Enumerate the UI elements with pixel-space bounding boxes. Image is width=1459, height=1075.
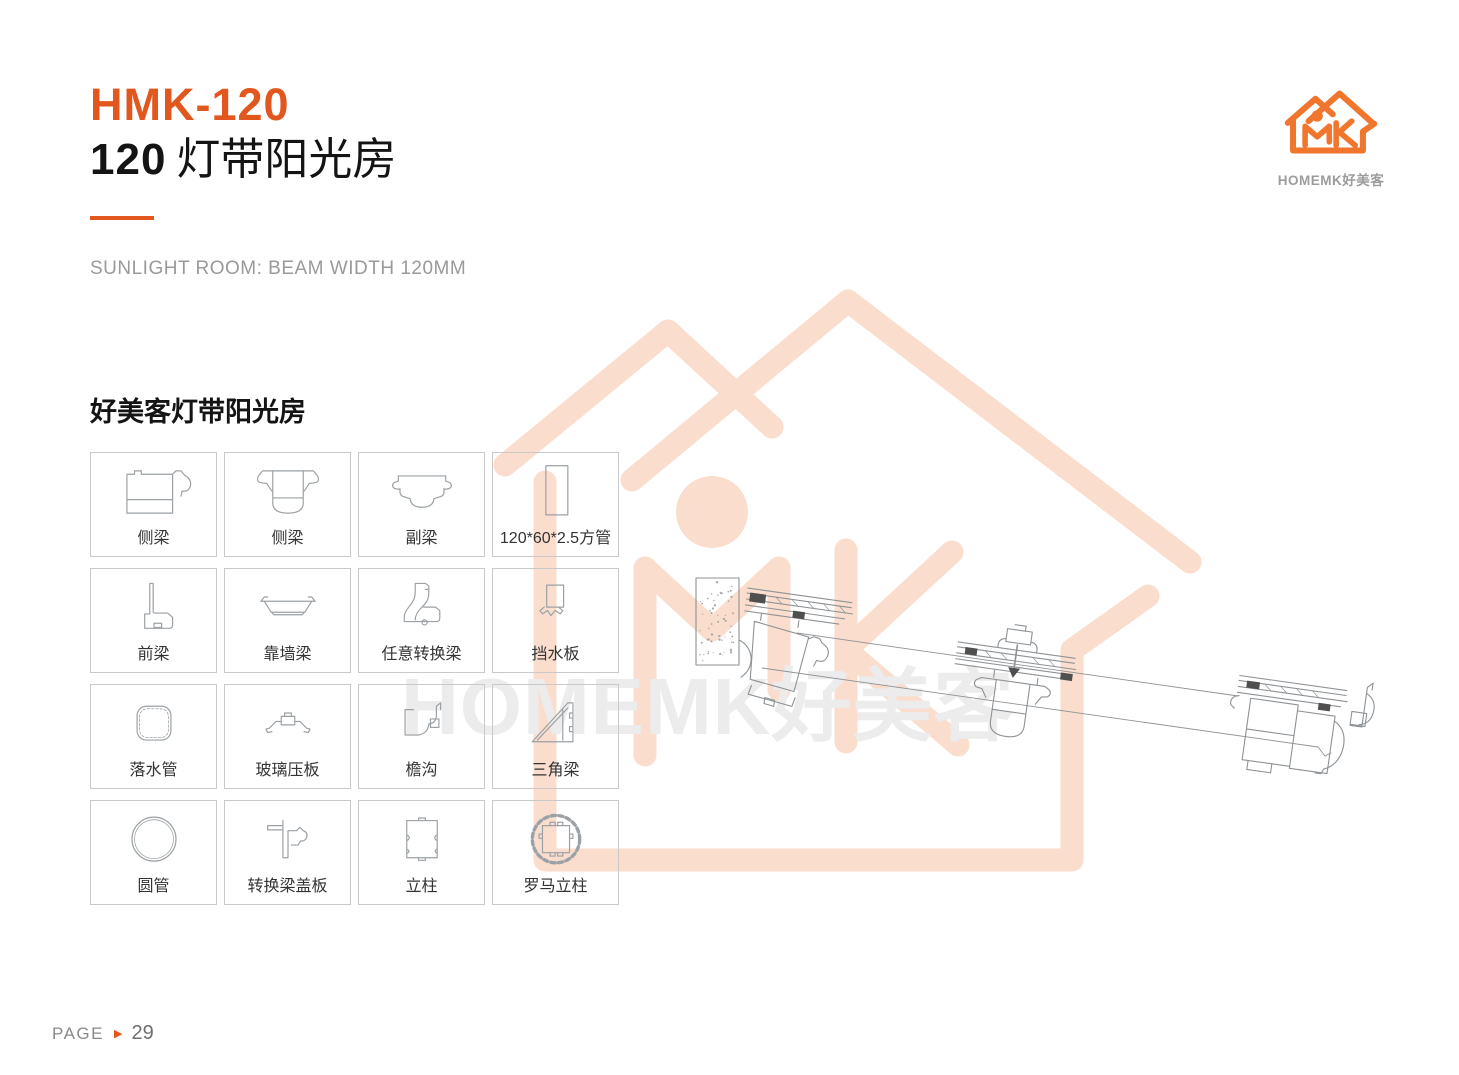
- page-footer: PAGE ▶ 29: [52, 1022, 154, 1045]
- profile-cell: 侧梁: [90, 452, 217, 557]
- profile-label: 罗马立柱: [523, 878, 588, 895]
- side-beam-a-icon: [125, 470, 191, 514]
- watermark-figure-head: [676, 476, 748, 548]
- profile-label: 立柱: [405, 878, 438, 895]
- profile-label: 三角梁: [531, 762, 580, 779]
- profile-cell: 副梁: [358, 452, 485, 557]
- profile-cell: 檐沟: [358, 684, 485, 789]
- column-icon: [405, 817, 438, 861]
- wall-beam-assembly: [744, 587, 853, 707]
- eaves-gutter-icon: [403, 702, 441, 736]
- profile-label: 侧梁: [271, 530, 304, 547]
- beam-cover-icon: [266, 819, 308, 859]
- profile-cell: 转换梁盖板: [224, 800, 351, 905]
- profile-label: 任意转换梁: [381, 646, 462, 663]
- wall-section: [695, 577, 740, 666]
- section-title: 好美客灯带阳光房: [90, 397, 306, 427]
- title-number: 120: [90, 134, 167, 184]
- footer-arrow-icon: ▶: [113, 1028, 123, 1040]
- house-logo-icon: [1284, 90, 1378, 154]
- profile-cell: 前梁: [90, 568, 217, 673]
- watermark-k-figure: [834, 538, 970, 757]
- side-beam-b-icon: [256, 470, 319, 514]
- wall-beam-icon: [259, 596, 316, 616]
- watermark-small-gable: [493, 319, 784, 477]
- brand-logo: HOMEMK好美客: [1256, 78, 1406, 189]
- profile-grid: 侧梁 侧梁 副梁 120*60*2.5方管 前梁 靠墙梁 任意转: [90, 452, 619, 905]
- profile-label: 转换梁盖板: [247, 878, 328, 895]
- profile-label: 檐沟: [405, 762, 438, 779]
- watermark-m-figure: [633, 556, 791, 767]
- profile-cell: 任意转换梁: [358, 568, 485, 673]
- roman-column-icon: [530, 813, 581, 865]
- accent-dash: [90, 215, 154, 220]
- profile-cell: 罗马立柱: [492, 800, 619, 905]
- watermark-big-gable: [620, 289, 1202, 574]
- subtitle: SUNLIGHT ROOM: BEAM WIDTH 120MM: [90, 257, 467, 279]
- watermark-house-body: [533, 470, 1160, 872]
- wall-bulge: [738, 639, 752, 678]
- profile-cell: 靠墙梁: [224, 568, 351, 673]
- square-tube-icon: [544, 465, 568, 516]
- profile-cell: 三角梁: [492, 684, 619, 789]
- footer-label: PAGE: [52, 1023, 104, 1043]
- profile-label: 圆管: [137, 878, 170, 895]
- glass-clamp-icon: [264, 712, 311, 734]
- profile-cell: 圆管: [90, 800, 217, 905]
- profile-cell: 120*60*2.5方管: [492, 452, 619, 557]
- profile-label: 落水管: [129, 762, 178, 779]
- profile-cell: 挡水板: [492, 568, 619, 673]
- page-number: 29: [131, 1022, 154, 1044]
- profile-label: 挡水板: [531, 646, 580, 663]
- profile-cell: 落水管: [90, 684, 217, 789]
- triangle-beam-icon: [531, 702, 574, 743]
- sub-beam-icon: [391, 475, 452, 508]
- profile-label: 120*60*2.5方管: [499, 530, 612, 547]
- downpipe-icon: [135, 705, 172, 741]
- profile-cell: 立柱: [358, 800, 485, 905]
- profile-label: 前梁: [137, 646, 170, 663]
- profile-label: 副梁: [405, 530, 438, 547]
- title-name: 灯带阳光房: [176, 134, 397, 184]
- roof-top-line: [796, 632, 1239, 697]
- conversion-beam-icon: [403, 582, 440, 626]
- profile-cell: 玻璃压板: [224, 684, 351, 789]
- wall-speckles: [699, 581, 735, 662]
- profile-cell: 侧梁: [224, 452, 351, 557]
- profile-label: 侧梁: [137, 530, 170, 547]
- middle-beam-connector: [954, 624, 1077, 738]
- profile-label: 玻璃压板: [255, 762, 320, 779]
- brand-wordmark: HOMEMK好美客: [1277, 173, 1385, 188]
- front-beam-assembly: [1230, 674, 1375, 775]
- profile-label: 靠墙梁: [263, 646, 312, 663]
- round-tube-icon: [130, 816, 177, 862]
- roof-bottom-line: [761, 667, 1332, 757]
- model-code: HMK-120: [90, 79, 290, 130]
- front-beam-icon: [143, 582, 173, 629]
- water-baffle-icon: [538, 584, 564, 617]
